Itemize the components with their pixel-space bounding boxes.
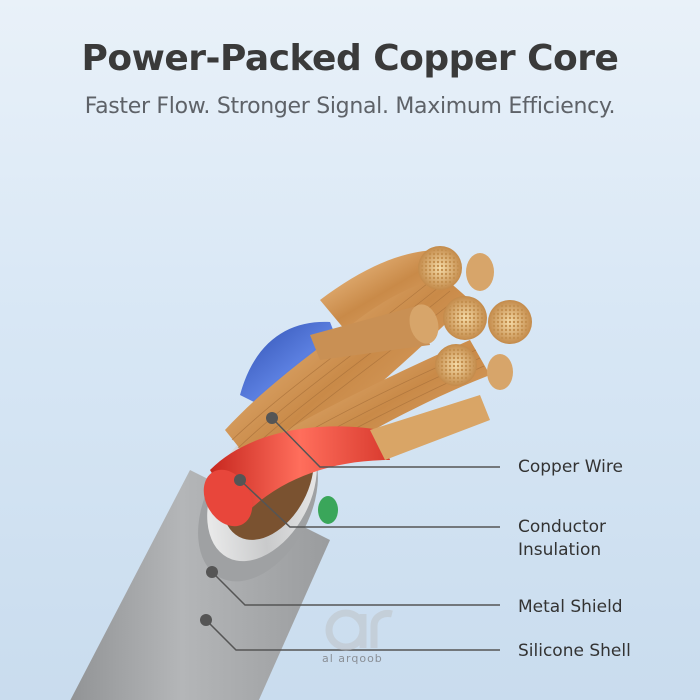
- callout-lines: [205, 417, 500, 651]
- callout-label-copper-wire: Copper Wire: [518, 457, 623, 477]
- red-insulation: [210, 426, 390, 520]
- callout-label-conductor-insulation: Conductor Insulation: [518, 517, 607, 560]
- watermark-text: al arqoob: [322, 652, 383, 665]
- page-title: Power-Packed Copper Core: [81, 38, 619, 79]
- stranded-bundle-ends: [418, 246, 532, 386]
- callout-label-silicone-shell: Silicone Shell: [518, 641, 631, 661]
- callout-label-metal-shield: Metal Shield: [518, 597, 623, 617]
- conductor-insulation-marker: [234, 474, 246, 486]
- green-insulation: [318, 496, 338, 524]
- watermark-logo: [325, 609, 393, 651]
- page-subtitle: Faster Flow. Stronger Signal. Maximum Ef…: [84, 94, 616, 119]
- copper-wire-marker: [266, 412, 278, 424]
- solid-copper-rods: [310, 253, 513, 390]
- metal-shield-marker: [206, 566, 218, 578]
- silicone-shell-marker: [200, 614, 212, 626]
- callout-dots: [200, 412, 278, 626]
